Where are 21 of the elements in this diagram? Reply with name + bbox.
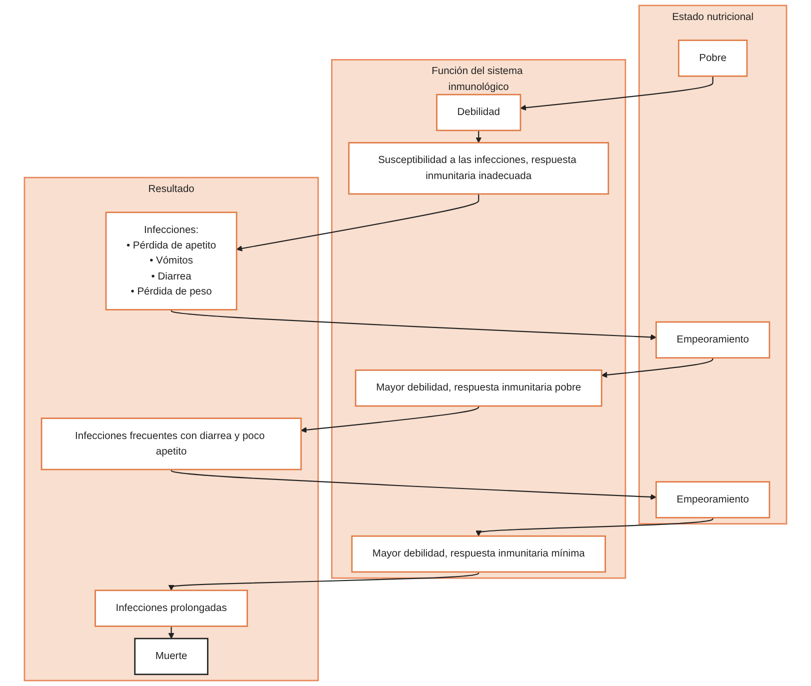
node-box: Debilidad — [436, 94, 522, 132]
node-box: Pobre — [678, 40, 748, 77]
node-box: Muerte — [134, 638, 208, 676]
arrow — [601, 358, 714, 378]
node-box: Susceptibilidad a las infecciones, respuesta inmunitaria inadecuada — [348, 142, 610, 195]
node-box: Empeoramiento — [655, 481, 770, 518]
arrow — [476, 130, 482, 143]
node-box: Infecciones frecuentes con diarrea y poco apetito — [40, 418, 302, 470]
arrow — [168, 572, 480, 591]
arrow — [168, 626, 174, 639]
arrow — [170, 309, 656, 340]
node-box: Mayor debilidad, respuesta inmunitaria mínima — [351, 535, 606, 573]
node-box: Infecciones prolongadas — [94, 590, 248, 627]
node-box: Mayor debilidad, respuesta inmunitaria pobre — [354, 369, 602, 407]
arrow — [520, 76, 714, 111]
node-box: Infecciones: • Pérdida de apetito • Vómitos • Diarrea • Pérdida de peso — [105, 212, 238, 310]
node-box: Empeoramiento — [655, 321, 770, 359]
arrow — [476, 517, 714, 536]
arrow — [170, 469, 656, 500]
arrow — [236, 194, 480, 252]
arrow — [300, 406, 480, 433]
